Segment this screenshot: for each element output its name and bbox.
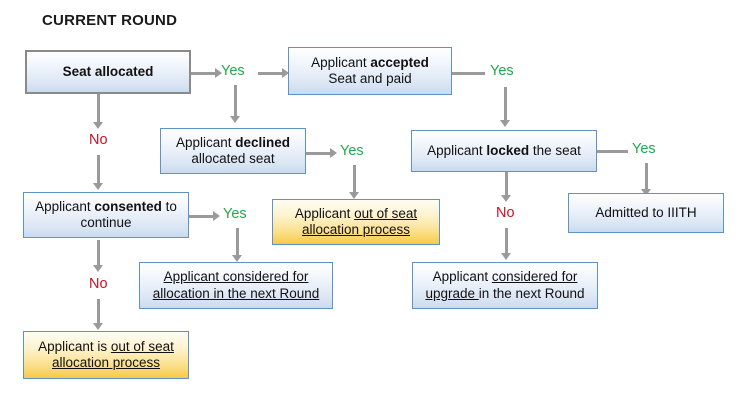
node-applicant-declined-line1: Applicant declined xyxy=(175,134,291,150)
edge-label-yes-seat-to-accepted: Yes xyxy=(221,63,245,79)
node-applicant-declined[interactable]: Applicant declined allocated seat xyxy=(160,128,306,174)
node-applicant-is-out-of-seat-line1: Applicant is out of seat xyxy=(38,338,174,354)
node-applicant-consented-line2: continue xyxy=(80,215,132,230)
node-applicant-declined-line2: allocated seat xyxy=(191,151,275,166)
node-considered-upgrade-line2: upgrade in the next Round xyxy=(425,285,585,301)
edge-label-no-consented-to-out: No xyxy=(89,276,108,292)
node-applicant-locked-seat[interactable]: Applicant locked the seat xyxy=(411,130,597,172)
node-seat-allocated-line1: Seat allocated xyxy=(62,63,154,79)
node-considered-allocation[interactable]: Applicant considered for allocation in t… xyxy=(139,262,333,309)
node-applicant-consented[interactable]: Applicant consented to continue xyxy=(23,192,189,238)
edge-label-yes-accepted-to-locked: Yes xyxy=(490,63,514,79)
edge-label-yes-declined-to-out: Yes xyxy=(340,143,364,159)
edge-label-yes-locked-to-admitted: Yes xyxy=(632,141,656,157)
node-considered-allocation-line1: Applicant considered for xyxy=(163,269,309,285)
node-applicant-accepted-line1: Applicant accepted xyxy=(311,54,429,70)
page-title: CURRENT ROUND xyxy=(42,12,178,29)
edge-label-no-locked-to-upgrade: No xyxy=(496,205,515,221)
node-applicant-accepted[interactable]: Applicant accepted Seat and paid xyxy=(288,47,452,95)
node-applicant-is-out-of-seat[interactable]: Applicant is out of seat allocation proc… xyxy=(23,331,189,379)
node-admitted-to-iiith-line1: Admitted to IIITH xyxy=(595,204,697,220)
node-applicant-accepted-line2: Seat and paid xyxy=(328,71,412,86)
node-applicant-consented-line1: Applicant consented to xyxy=(35,198,177,214)
edge-label-no-seat-to-consented: No xyxy=(89,132,108,148)
node-applicant-is-out-of-seat-line2: allocation process xyxy=(51,355,161,370)
node-considered-upgrade[interactable]: Applicant considered for upgrade in the … xyxy=(412,262,598,309)
node-seat-allocated[interactable]: Seat allocated xyxy=(25,50,191,94)
node-considered-upgrade-line1: Applicant considered for xyxy=(432,269,578,285)
node-considered-allocation-line2: allocation in the next Round xyxy=(152,285,320,301)
node-applicant-out-of-seat[interactable]: Applicant out of seat allocation process xyxy=(272,199,440,245)
node-admitted-to-iiith[interactable]: Admitted to IIITH xyxy=(568,193,724,233)
node-applicant-out-of-seat-line1: Applicant out of seat xyxy=(294,205,418,221)
node-applicant-out-of-seat-line2: allocation process xyxy=(301,222,411,237)
node-applicant-locked-seat-line1: Applicant locked the seat xyxy=(427,142,581,158)
edge-label-yes-consented-to-allocation: Yes xyxy=(223,206,247,222)
